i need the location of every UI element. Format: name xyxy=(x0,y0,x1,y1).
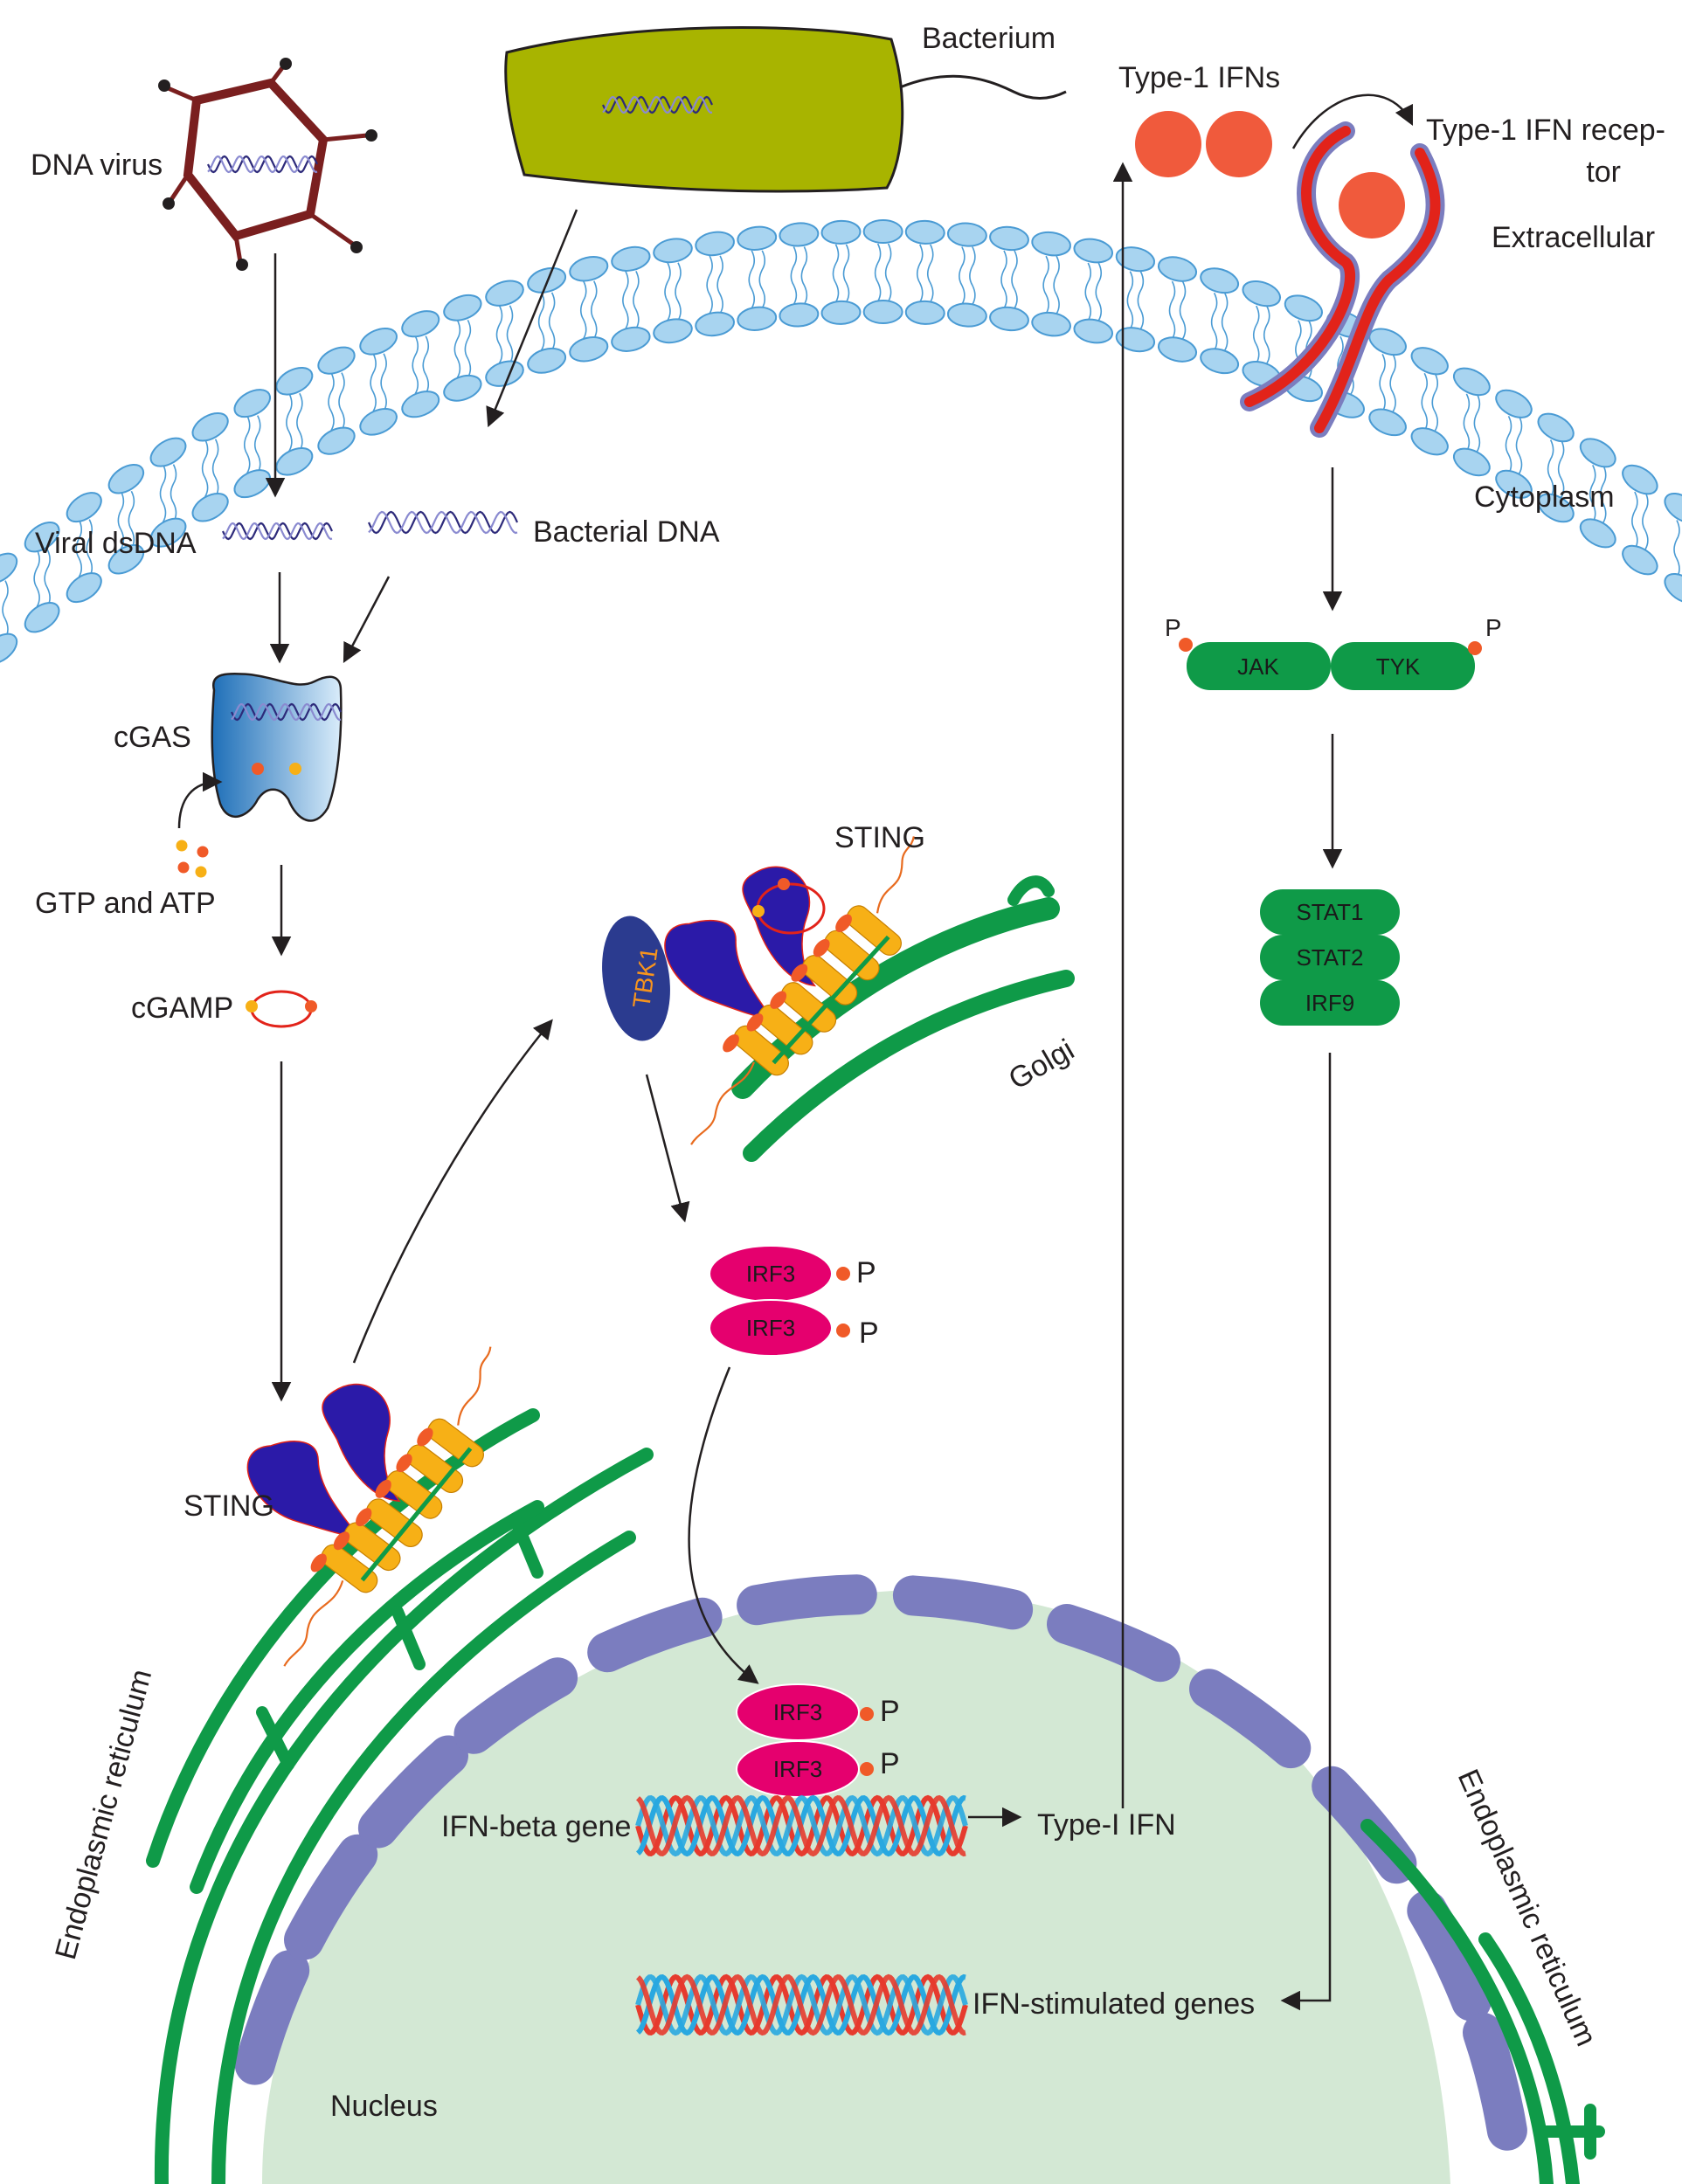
label-type1-ifns: Type-1 IFNs xyxy=(1118,61,1280,94)
stat-irf9-complex xyxy=(1260,889,1400,1026)
label-ifn-receptor-1: Type-1 IFN recep- xyxy=(1426,114,1665,147)
label-irf3-cyto-top: IRF3 xyxy=(746,1261,795,1287)
gtp-atp-arrow xyxy=(177,771,223,829)
viral-dsdna-icon xyxy=(222,522,333,541)
gtp-atp-molecules xyxy=(176,840,209,878)
label-bacterium: Bacterium xyxy=(922,22,1056,55)
label-type-i-ifn: Type-I IFN xyxy=(1037,1808,1176,1842)
label-irf3-nuc-top: IRF3 xyxy=(773,1699,822,1725)
irf3-nuc-labels: IRF3 IRF3 P P xyxy=(773,1695,900,1782)
irf3-dimer-nucleus xyxy=(736,1683,874,1798)
cell-membrane-bilayer xyxy=(0,219,1682,665)
label-irf9: IRF9 xyxy=(1305,990,1354,1016)
ifn-to-receptor-arrow xyxy=(1291,93,1414,149)
label-ifn-stimulated-genes: IFN-stimulated genes xyxy=(973,1987,1255,2021)
label-er-left: Endoplasmic reticulum xyxy=(49,1666,158,1963)
jak-tyk-complex xyxy=(1179,638,1482,690)
label-p-tyk: P xyxy=(1485,614,1502,641)
label-cgas: cGAS xyxy=(114,721,191,754)
label-p-irf3-cyto-bottom: P xyxy=(859,1317,879,1350)
ifn-stimulated-genes-helix xyxy=(635,1973,968,2036)
irf3-dimer-cytoplasm xyxy=(709,1245,850,1357)
label-golgi: Golgi xyxy=(1003,1033,1080,1096)
type1-ifn-balls xyxy=(1135,111,1272,177)
label-sting-golgi: STING xyxy=(834,821,925,854)
type1-ifn-receptor xyxy=(1240,121,1445,438)
jak-tyk-labels: JAK TYK P P xyxy=(1165,614,1502,680)
label-jak: JAK xyxy=(1237,653,1279,680)
pathway-arrows xyxy=(265,162,1343,2011)
irf3-cyto-labels: IRF3 IRF3 P P xyxy=(746,1256,879,1350)
label-p-irf3-nuc-top: P xyxy=(880,1695,900,1728)
label-stat1: STAT1 xyxy=(1296,899,1363,925)
labels: DNA virus Bacterium Type-1 IFNs Type-1 I… xyxy=(31,22,1665,2123)
ifn-beta-gene-helix xyxy=(635,1794,968,1857)
label-cytoplasm: Cytoplasm xyxy=(1474,480,1615,514)
label-irf3-cyto-bottom: IRF3 xyxy=(746,1315,795,1341)
label-gtp-atp: GTP and ATP xyxy=(35,887,216,920)
label-irf3-nuc-bottom: IRF3 xyxy=(773,1756,822,1782)
label-viral-dsdna: Viral dsDNA xyxy=(35,527,197,560)
label-stat2: STAT2 xyxy=(1296,944,1363,971)
label-tyk: TYK xyxy=(1376,653,1421,680)
cgas-enzyme xyxy=(211,672,343,822)
endoplasmic-reticulum-right xyxy=(1360,1819,1605,2184)
bacterial-dna-icon xyxy=(367,510,519,535)
stat-labels: STAT1 STAT2 IRF9 xyxy=(1296,899,1363,1016)
label-cgamp: cGAMP xyxy=(131,992,233,1025)
dna-virus xyxy=(158,58,377,271)
sting-golgi-complex xyxy=(664,836,915,1145)
label-p-irf3-cyto-top: P xyxy=(856,1256,876,1289)
label-ifn-receptor-2: tor xyxy=(1586,156,1621,189)
bacterium xyxy=(504,26,1067,193)
label-p-jak: P xyxy=(1165,614,1181,641)
label-p-irf3-nuc-bottom: P xyxy=(880,1747,900,1780)
label-ifn-beta-gene: IFN-beta gene xyxy=(441,1810,631,1843)
label-dna-virus: DNA virus xyxy=(31,149,163,182)
sting-er-complex xyxy=(246,1346,492,1667)
label-extracellular: Extracellular xyxy=(1492,221,1655,254)
tbk1-kinase xyxy=(602,916,670,1041)
label-bacterial-dna: Bacterial DNA xyxy=(533,515,720,549)
label-sting-er: STING xyxy=(183,1489,274,1523)
label-nucleus: Nucleus xyxy=(330,2090,438,2123)
cgamp-ring xyxy=(246,990,317,1028)
